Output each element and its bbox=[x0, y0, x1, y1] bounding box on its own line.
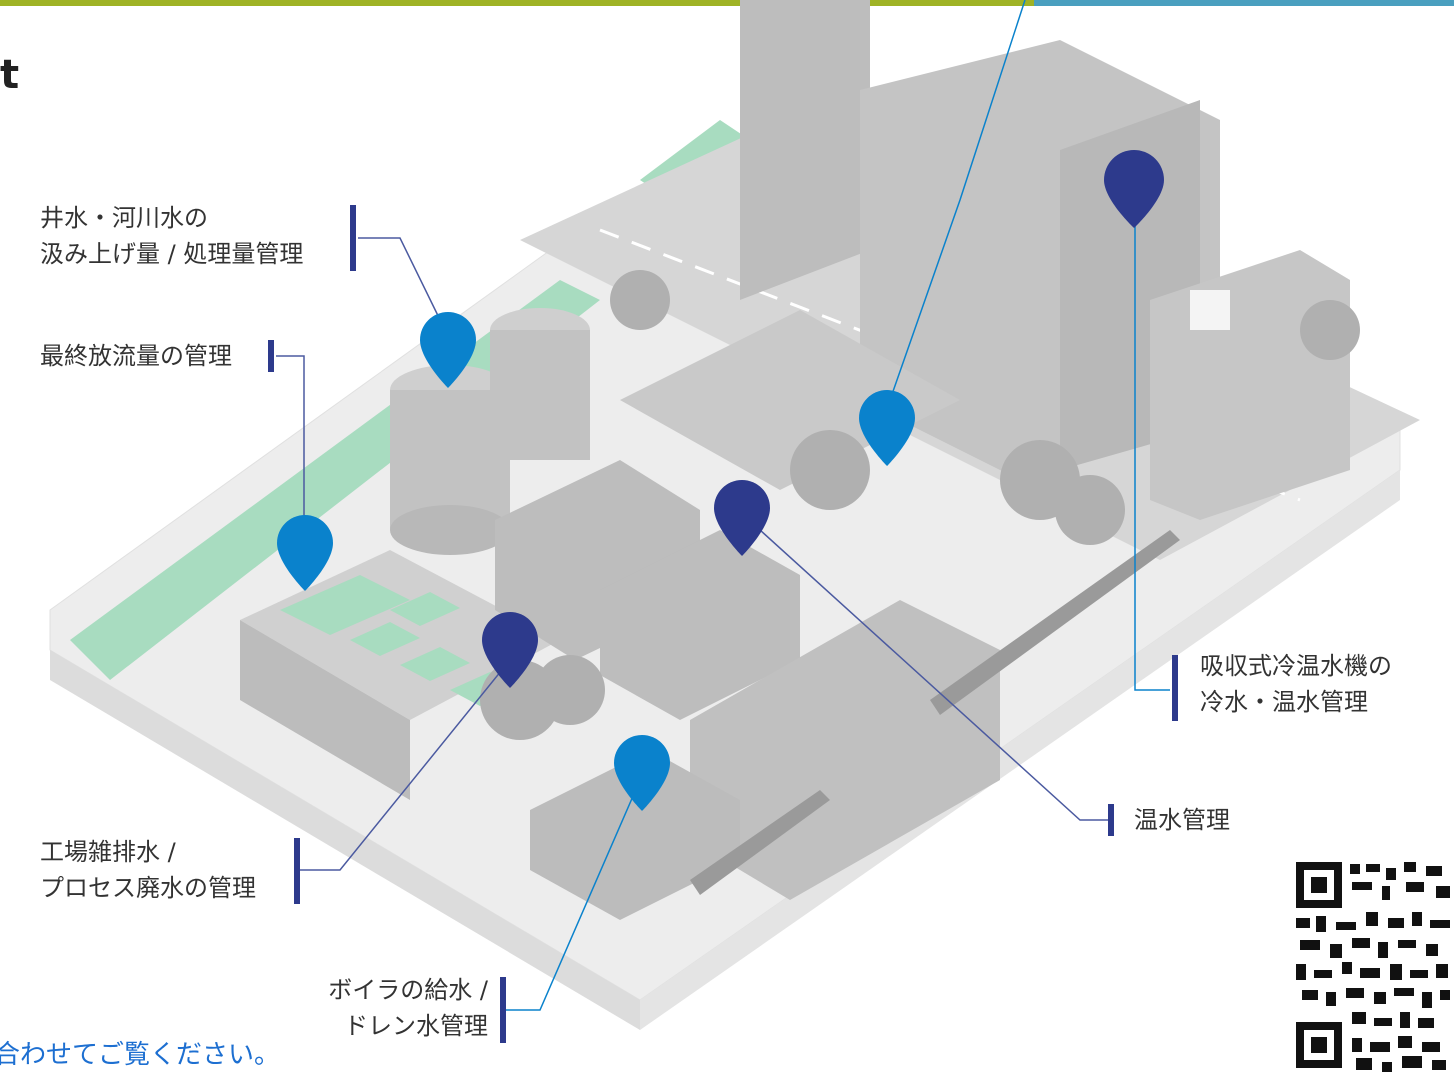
label-well-water: 井水・河川水の 汲み上げ量 / 処理量管理 bbox=[40, 204, 304, 268]
map-pin-icon bbox=[277, 515, 333, 591]
map-pin-icon bbox=[420, 312, 476, 388]
tall-building bbox=[740, 0, 870, 300]
label-absorption-chiller: 吸収式冷温水機の 冷水・温水管理 bbox=[1200, 652, 1392, 716]
trees bbox=[480, 270, 1360, 740]
boiler-house bbox=[530, 750, 740, 920]
map-pin-icon bbox=[714, 480, 770, 556]
top-accent-bar bbox=[0, 0, 1454, 6]
map-pin-icon bbox=[482, 612, 538, 688]
qr-code[interactable] bbox=[1286, 852, 1454, 1077]
factory-hall bbox=[620, 310, 960, 490]
hospital-building bbox=[1150, 250, 1350, 520]
label-boiler: ボイラの給水 / ドレン水管理 bbox=[328, 976, 488, 1040]
label-final-discharge: 最終放流量の管理 bbox=[40, 342, 232, 370]
map-pin-icon bbox=[614, 735, 670, 811]
top-accent-bar-right bbox=[1034, 0, 1454, 6]
label-factory-wastewater: 工場雑排水 / プロセス廃水の管理 bbox=[40, 838, 256, 902]
map-pin-icon bbox=[1104, 150, 1164, 228]
map-pin-icon bbox=[859, 390, 915, 466]
label-hot-water: 温水管理 bbox=[1134, 806, 1230, 834]
factory-block bbox=[600, 530, 800, 720]
page-title-fragment: t bbox=[0, 52, 20, 98]
ground-side bbox=[50, 650, 640, 1030]
ground-side-right bbox=[640, 470, 1400, 1030]
footnote-text: 合わせてご覧ください。 bbox=[0, 1040, 281, 1070]
warehouse bbox=[690, 600, 1000, 900]
